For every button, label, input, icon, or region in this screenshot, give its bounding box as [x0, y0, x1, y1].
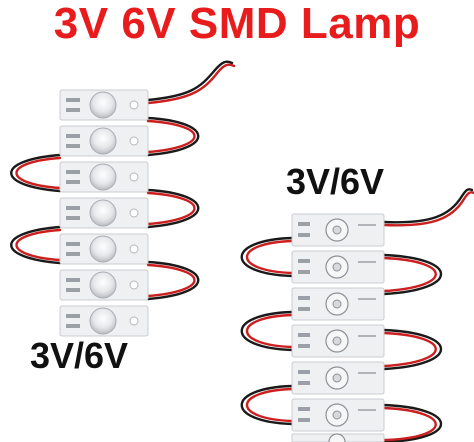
right-module-5	[291, 361, 385, 395]
voltage-label-right: 3V/6V	[286, 161, 385, 202]
lens-icon	[89, 199, 117, 227]
left-module-5	[59, 233, 149, 265]
right-module-2	[291, 250, 385, 284]
page-title: 3V 6V SMD Lamp	[53, 0, 421, 48]
right-module-3	[291, 287, 385, 321]
left-module-6	[59, 269, 149, 301]
left-module-3	[59, 161, 149, 193]
right-module-4	[291, 324, 385, 358]
right-module-1	[291, 213, 385, 247]
right-module-7	[291, 433, 385, 442]
left-module-2	[59, 125, 149, 157]
left-strip-wires	[10, 60, 236, 301]
lens-icon	[89, 91, 117, 119]
right-strip	[291, 213, 385, 442]
smd-chip-icon	[328, 433, 346, 442]
lens-icon	[89, 163, 117, 191]
left-module-1	[59, 89, 149, 121]
lens-icon	[89, 127, 117, 155]
left-module-7	[59, 305, 149, 337]
left-module-4	[59, 197, 149, 229]
lens-icon	[89, 271, 117, 299]
voltage-label-left: 3V/6V	[30, 335, 129, 376]
lens-icon	[89, 235, 117, 263]
left-strip	[59, 89, 149, 337]
right-strip-wires	[240, 188, 474, 442]
right-module-6	[291, 398, 385, 432]
lens-icon	[89, 307, 117, 335]
